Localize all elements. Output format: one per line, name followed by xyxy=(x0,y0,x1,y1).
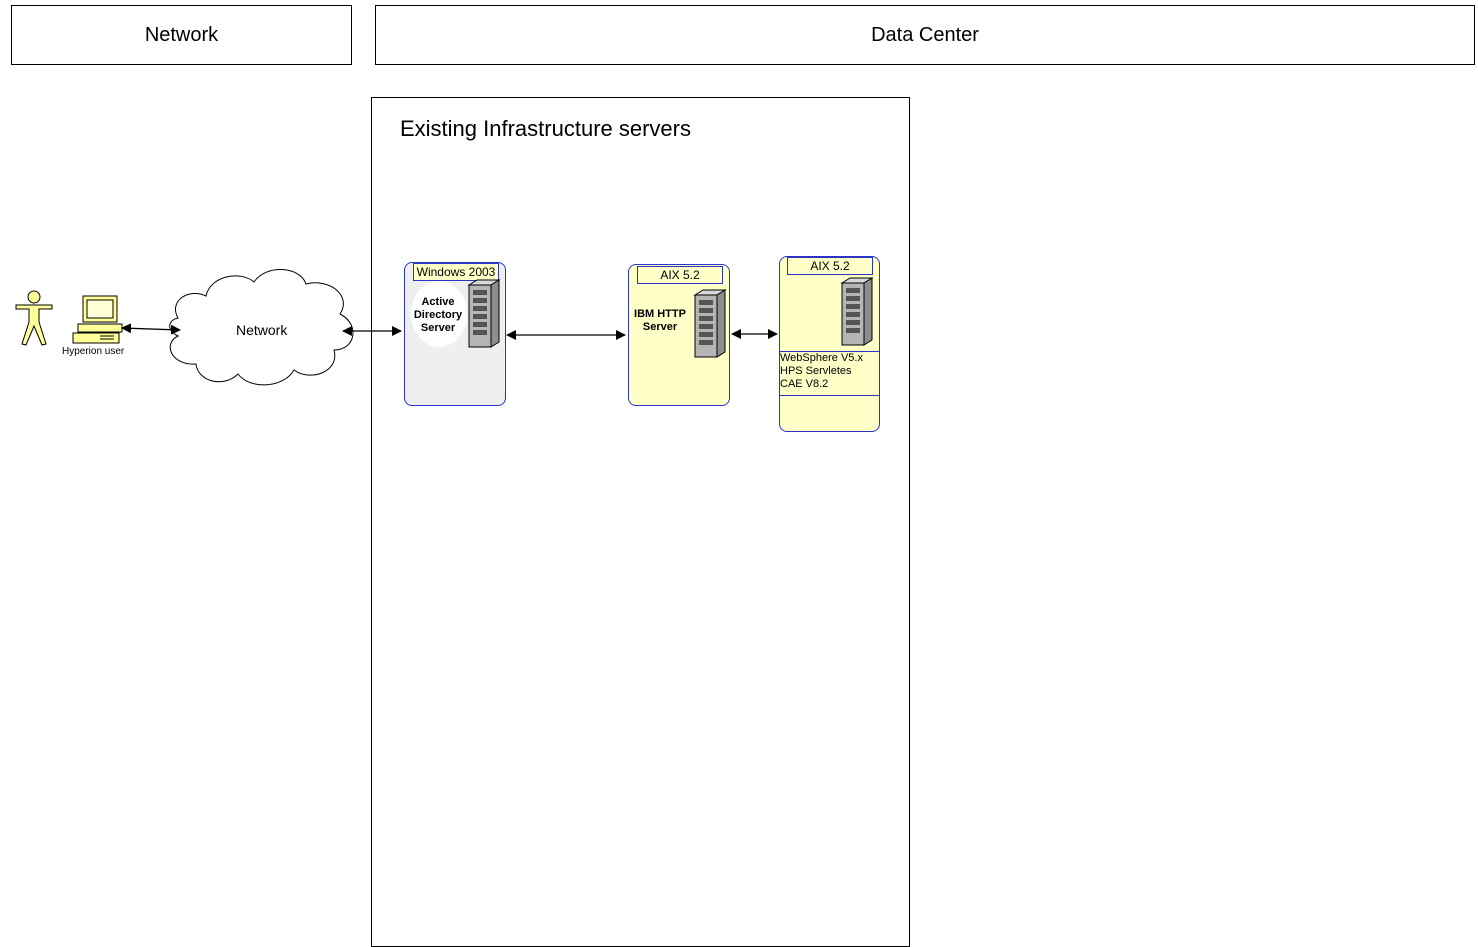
client-label: Hyperion user xyxy=(62,346,125,357)
os-label: AIX 5.2 xyxy=(787,257,873,275)
network-cloud-icon xyxy=(169,269,354,386)
user-cloud-connector xyxy=(121,323,181,335)
server-tower-icon xyxy=(693,289,727,358)
server-name: Active Directory Server xyxy=(413,296,463,334)
server-name: IBM HTTP Server xyxy=(634,308,686,333)
network-lane-header: Network xyxy=(11,5,352,65)
data-center-lane-title: Data Center xyxy=(871,23,979,46)
infrastructure-container: Existing Infrastructure servers xyxy=(371,97,910,947)
service-item: CAE V8.2 xyxy=(780,378,829,390)
server-badge-circle xyxy=(411,281,467,347)
computer-icon xyxy=(72,295,123,344)
service-item: WebSphere V5.x xyxy=(780,352,863,364)
data-center-lane-header: Data Center xyxy=(375,5,1475,65)
service-item: HPS Servletes xyxy=(780,365,852,377)
server-tower-icon xyxy=(467,279,501,348)
person-icon xyxy=(15,290,53,346)
server-tower-icon xyxy=(840,277,874,346)
ibm-http-server-box: AIX 5.2 IBM HTTP Server xyxy=(628,264,730,406)
websphere-server-box: AIX 5.2 WebSphere V5.x HPS Servletes CAE… xyxy=(779,256,880,432)
os-label: Windows 2003 xyxy=(413,263,499,281)
network-lane-title: Network xyxy=(144,23,219,46)
os-label: AIX 5.2 xyxy=(637,266,723,284)
active-directory-server-box: Windows 2003 Active Directory Server xyxy=(404,262,506,406)
infrastructure-title: Existing Infrastructure servers xyxy=(400,116,691,141)
cloud-label: Network xyxy=(236,322,288,338)
service-list: WebSphere V5.x HPS Servletes CAE V8.2 xyxy=(779,351,880,396)
